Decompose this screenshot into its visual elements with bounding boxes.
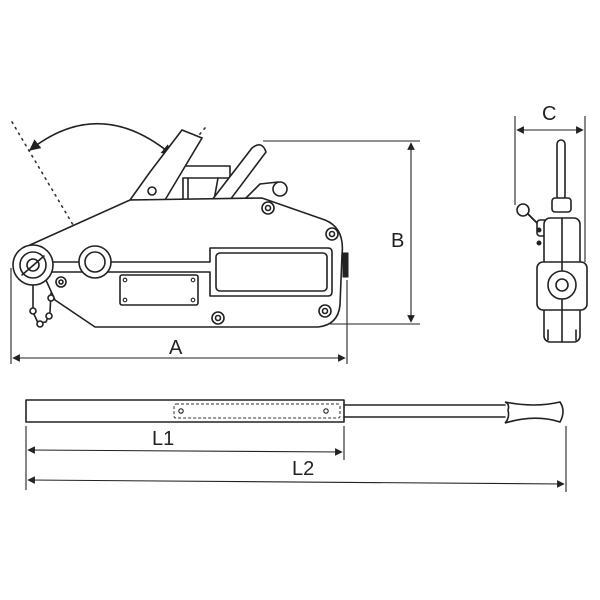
nameplate [119,274,199,306]
release-knob [272,181,288,197]
label-a: A [169,337,183,359]
side-release-knob [516,203,530,217]
handle-tube [25,399,345,423]
lever-swing-arc [29,122,173,156]
handle-view [25,399,564,424]
center-pulley [78,245,112,279]
dimension-b [263,140,420,325]
handle-grip [504,401,564,424]
side-tab [342,252,349,278]
lever-position-line [11,121,83,241]
forward-lever [128,129,204,201]
side-view [514,116,588,343]
label-c: C [542,103,557,125]
label-l2: L2 [292,458,315,480]
dimension-a [10,268,348,364]
label-b: B [391,230,405,252]
dimension-l1 [25,426,345,490]
label-l1: L1 [152,428,175,450]
reverse-lever [210,144,267,201]
front-view [11,121,349,328]
dimension-l2 [27,426,567,492]
